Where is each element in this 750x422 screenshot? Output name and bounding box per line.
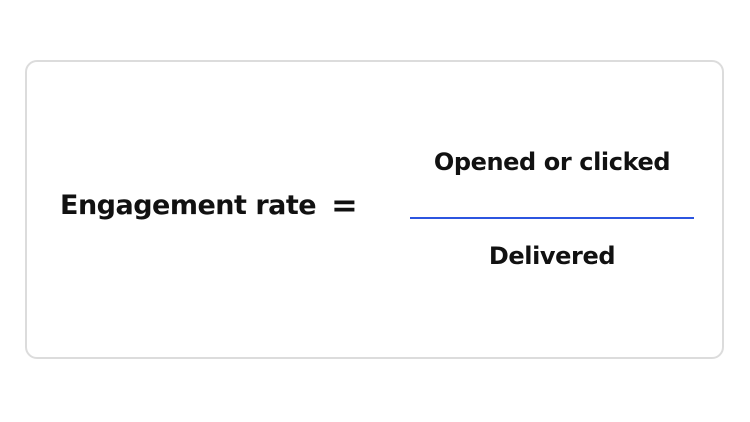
fraction-bar (410, 217, 694, 219)
formula-card (25, 60, 724, 359)
equals-sign: = (331, 186, 358, 224)
fraction-numerator: Opened or clicked (433, 148, 671, 176)
fraction-denominator: Delivered (488, 242, 616, 270)
formula-lhs-label: Engagement rate (60, 190, 317, 221)
